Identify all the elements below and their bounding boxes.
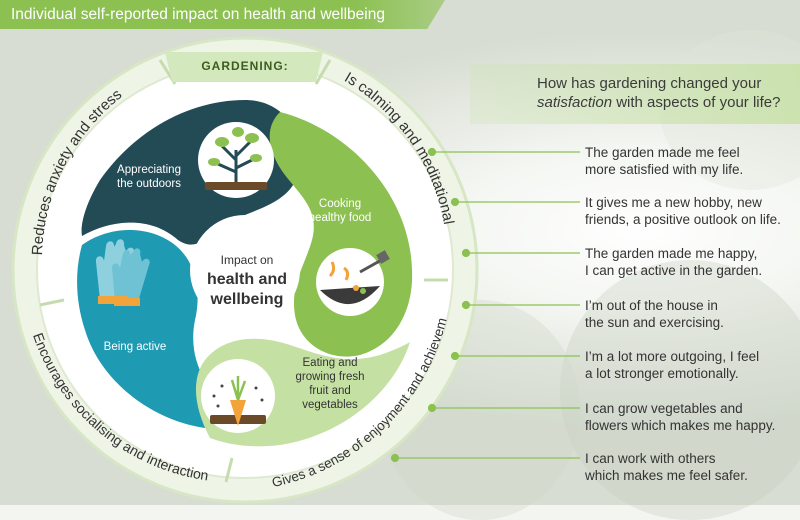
answer-line: the sun and exercising. — [585, 315, 724, 330]
answer-item: The garden made me feel more satisfied w… — [585, 144, 743, 178]
answer-line: a lot stronger emotionally. — [585, 366, 739, 381]
answer-line: I’m a lot more outgoing, I feel — [585, 349, 760, 364]
segment-label-eating: Eating and growing fresh fruit and veget… — [295, 357, 365, 411]
center-label-small: Impact on — [220, 253, 274, 267]
plant-icon — [198, 122, 274, 198]
answer-line: I can work with others — [585, 451, 716, 466]
answer-line: I’m out of the house in — [585, 298, 718, 313]
answer-item: I’m out of the house in the sun and exer… — [585, 297, 724, 331]
answer-line: more satisfied with my life. — [585, 162, 744, 177]
answer-line: It gives me a new hobby, new — [585, 195, 762, 210]
segment-label-cooking: Cooking healthy food — [308, 198, 372, 224]
center-label-big1: health and — [206, 271, 287, 288]
answer-line: I can get active in the garden. — [585, 263, 763, 278]
question-line1: How has gardening changed your — [537, 75, 762, 92]
background-leaf — [560, 260, 800, 520]
answer-line: friends, a positive outlook on life. — [585, 212, 781, 227]
segment-label-active: Being active — [103, 341, 167, 353]
question-bar — [470, 64, 800, 124]
segment-label-outdoors: Appreciating the outdoors — [117, 164, 181, 190]
carrot-icon — [201, 359, 275, 433]
wheel-diagram: Reduces anxiety and stress Is calming an… — [0, 0, 580, 504]
answer-item: I can grow vegetables and flowers which … — [585, 400, 775, 434]
answer-line: which makes me feel safer. — [585, 468, 748, 483]
gloves-icon — [95, 239, 150, 306]
center-circle — [190, 215, 300, 325]
answer-item: The garden made me happy, I can get acti… — [585, 245, 762, 279]
answer-line: I can grow vegetables and — [585, 401, 743, 416]
answer-item: I’m a lot more outgoing, I feel a lot st… — [585, 348, 759, 382]
question-emphasis: satisfaction — [537, 94, 613, 111]
page-title: Individual self-reported impact on healt… — [11, 6, 385, 23]
gardening-banner — [165, 52, 323, 82]
answer-line: The garden made me feel — [585, 145, 740, 160]
center-label: Impact on health and wellbeing — [187, 250, 307, 310]
wok-icon — [316, 248, 390, 316]
answer-item: I can work with others which makes me fe… — [585, 450, 748, 484]
answer-item: It gives me a new hobby, new friends, a … — [585, 194, 781, 228]
question-text: How has gardening changed your satisfact… — [537, 74, 780, 112]
answer-line: flowers which makes me happy. — [585, 418, 776, 433]
question-line2: satisfaction with aspects of your life? — [537, 93, 780, 112]
question-line2-rest: with aspects of your life? — [612, 94, 781, 111]
answer-connectors — [390, 147, 580, 463]
banner-label: GARDENING: — [201, 59, 289, 73]
header-bar: Individual self-reported impact on healt… — [0, 0, 445, 29]
answer-line: The garden made me happy, — [585, 246, 758, 261]
center-label-big2: wellbeing — [210, 291, 284, 308]
